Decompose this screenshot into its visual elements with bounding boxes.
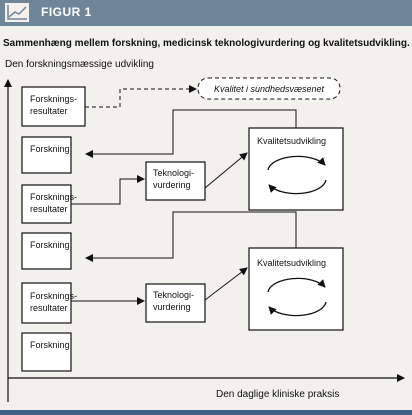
svg-text:Forsknings-resultater: Forsknings-resultater <box>30 192 77 214</box>
connector-left2-tech0 <box>71 175 145 205</box>
feedback-connector-0 <box>85 109 297 158</box>
goal-label: Kvalitet i sundhedsvæsenet <box>214 84 325 94</box>
svg-text:Forsknings-resultater: Forsknings-resultater <box>30 291 77 313</box>
cycle-arrow-icon <box>267 155 326 171</box>
cycle-arrow-icon <box>268 301 327 317</box>
quality-box-0-label: Kvalitetsudvikling <box>257 136 326 146</box>
left-box-0: Forsknings-resultater <box>21 86 86 127</box>
connectors <box>71 85 297 305</box>
svg-text:Forsknings-resultater: Forsknings-resultater <box>30 94 77 116</box>
tech-box-0-line-0: Teknologi- <box>153 168 194 178</box>
y-axis-label: Den forskningsmæssige udvikling <box>5 59 154 70</box>
left-box-3-line-0: Forskning <box>30 240 70 250</box>
tech-box-1-line-1: vurdering <box>153 302 191 312</box>
connector-tech1-quality1 <box>204 267 248 301</box>
figure-label: FIGUR 1 <box>41 5 92 19</box>
left-box-1: Forskning <box>21 136 72 174</box>
left-box-0-line-1: resultater <box>30 106 68 116</box>
left-box-3: Forskning <box>21 232 72 270</box>
tech-box-0: Teknologi-vurdering <box>145 161 206 201</box>
left-box-5: Forskning <box>21 332 72 372</box>
cycle-arrow-icon <box>268 179 327 195</box>
tech-box-1-line-0: Teknologi- <box>153 290 194 300</box>
bottom-rule <box>0 410 412 415</box>
quality-box-1: Kvalitetsudvikling <box>248 247 344 331</box>
x-axis-label: Den daglige kliniske praksis <box>216 389 339 400</box>
left-box-0-line-0: Forsknings- <box>30 94 77 104</box>
dashed-connector <box>85 85 197 108</box>
goal-bubble <box>197 77 341 100</box>
figure-header: FIGUR 1 <box>0 0 412 26</box>
left-box-2: Forsknings-resultater <box>21 184 77 224</box>
tech-box-1: Teknologi-vurdering <box>145 283 206 323</box>
line-chart-icon <box>5 3 29 22</box>
left-box-2-line-0: Forsknings- <box>30 192 77 202</box>
tech-box-0-line-1: vurdering <box>153 180 191 190</box>
connector-tech0-quality0 <box>204 152 248 189</box>
left-box-4: Forsknings-resultater <box>21 282 77 324</box>
svg-text:Teknologi-vurdering: Teknologi-vurdering <box>153 290 194 312</box>
flow-diagram: Den forskningsmæssige udvikling Den dagl… <box>4 59 405 402</box>
left-box-1-line-0: Forskning <box>30 144 70 154</box>
left-box-5-line-0: Forskning <box>30 340 70 350</box>
left-box-4-line-1: resultater <box>30 303 68 313</box>
feedback-connector-1 <box>85 211 297 262</box>
left-box-4-line-0: Forsknings- <box>30 291 77 301</box>
figure-subtitle: Sammenhæng mellem forskning, medicinsk t… <box>3 38 410 49</box>
quality-box-1-label: Kvalitetsudvikling <box>257 258 326 268</box>
cycle-arrow-icon <box>267 277 326 293</box>
svg-text:Teknologi-vurdering: Teknologi-vurdering <box>153 168 194 190</box>
quality-box-0: Kvalitetsudvikling <box>248 127 344 211</box>
left-box-2-line-1: resultater <box>30 204 68 214</box>
